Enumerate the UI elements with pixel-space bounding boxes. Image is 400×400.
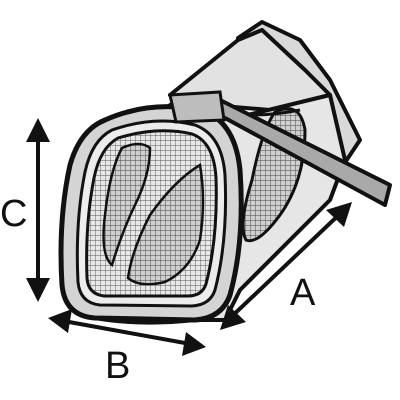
- strap-buckle: [168, 90, 226, 124]
- carrier-bag-icon: [58, 20, 392, 325]
- dimension-height-arrow: [26, 118, 50, 302]
- bottom-rim: [94, 316, 196, 325]
- dimension-width-arrow: [48, 309, 206, 356]
- width-label: B: [105, 345, 130, 387]
- length-label: A: [290, 272, 316, 314]
- height-label: C: [0, 193, 27, 235]
- mesh-highlight-lower: [126, 162, 205, 286]
- dimension-length-arrow: [220, 202, 352, 330]
- mesh-highlight: [102, 142, 152, 268]
